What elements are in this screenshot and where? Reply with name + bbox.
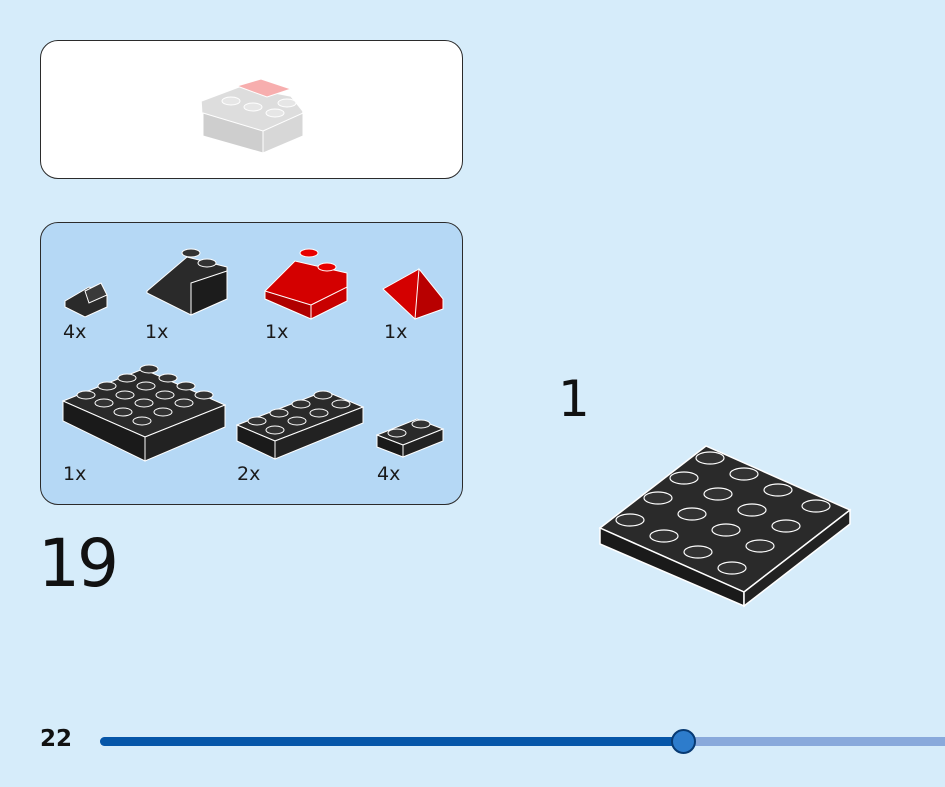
- page-number: 22: [40, 726, 73, 752]
- preview-model-image: [200, 78, 304, 154]
- part-black-plate-2x4: [235, 390, 365, 460]
- part-qty-black-plate-2x4: 2x: [237, 463, 261, 485]
- progress-bar[interactable]: [100, 729, 945, 754]
- substep-number: 1: [558, 370, 590, 428]
- parts-list-panel: 4x 1x 1x 1x 1x 2x 4x: [40, 222, 463, 505]
- part-qty-black-plate-4x4: 1x: [63, 463, 87, 485]
- part-black-plate-4x4: [61, 364, 227, 462]
- part-black-slope-2x2: [146, 248, 228, 316]
- part-qty-black-slope-2x2: 1x: [145, 321, 169, 343]
- parts-illustrations: [61, 248, 445, 462]
- main-model-black-plate-4x4: [590, 440, 860, 620]
- part-qty-red-slope-peak: 1x: [384, 321, 408, 343]
- part-black-plate-1x2: [375, 418, 445, 458]
- part-qty-red-slope-2x2: 1x: [265, 321, 289, 343]
- part-black-slope-1x1: [64, 282, 108, 318]
- part-qty-black-plate-1x2: 4x: [377, 463, 401, 485]
- part-qty-black-slope-1x1: 4x: [63, 321, 87, 343]
- step-number: 19: [38, 525, 119, 602]
- part-red-slope-2x2: [264, 248, 348, 320]
- preview-panel: [40, 40, 463, 179]
- progress-knob[interactable]: [671, 729, 697, 754]
- part-red-slope-peak: [382, 267, 444, 320]
- progress-fill: [100, 737, 684, 746]
